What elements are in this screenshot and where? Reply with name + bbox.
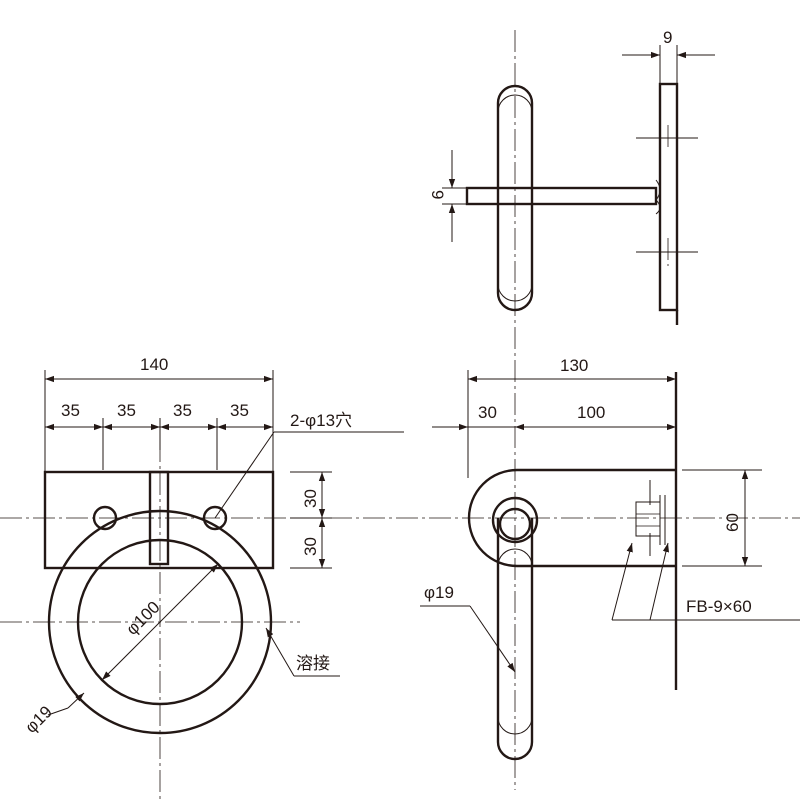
dim-rod-diameter-front: φ19 (21, 702, 56, 737)
dim-ring-diameter: φ100 (122, 598, 163, 639)
front-view: φ100 φ19 溶接 2-φ13穴 140 35 35 35 35 (21, 355, 404, 737)
dim-side-seg-left: 30 (478, 403, 497, 422)
dim-side-overall: 130 (560, 356, 588, 375)
side-view: 130 30 100 60 FB-9×60 φ19 (420, 356, 800, 761)
dim-side-plate-height: 60 (723, 513, 742, 532)
dim-side-seg-right: 100 (577, 403, 605, 422)
dim-front-overall: 140 (140, 355, 168, 374)
note-holes: 2-φ13穴 (290, 411, 352, 430)
dim-front-seg-1: 35 (61, 401, 80, 420)
dim-front-seg-2: 35 (117, 401, 136, 420)
top-view: 9 9 (428, 28, 715, 325)
dim-front-seg-3: 35 (173, 401, 192, 420)
dim-front-seg-4: 35 (230, 401, 249, 420)
dim-front-height-lower: 30 (301, 537, 320, 556)
dim-front-height-upper: 30 (301, 489, 320, 508)
note-flat-bar: FB-9×60 (686, 597, 752, 616)
dim-bar-height: 9 (428, 190, 447, 199)
dim-plate-thickness: 9 (663, 28, 672, 47)
note-weld: 溶接 (296, 654, 330, 673)
dim-rod-diameter-side: φ19 (424, 583, 454, 602)
